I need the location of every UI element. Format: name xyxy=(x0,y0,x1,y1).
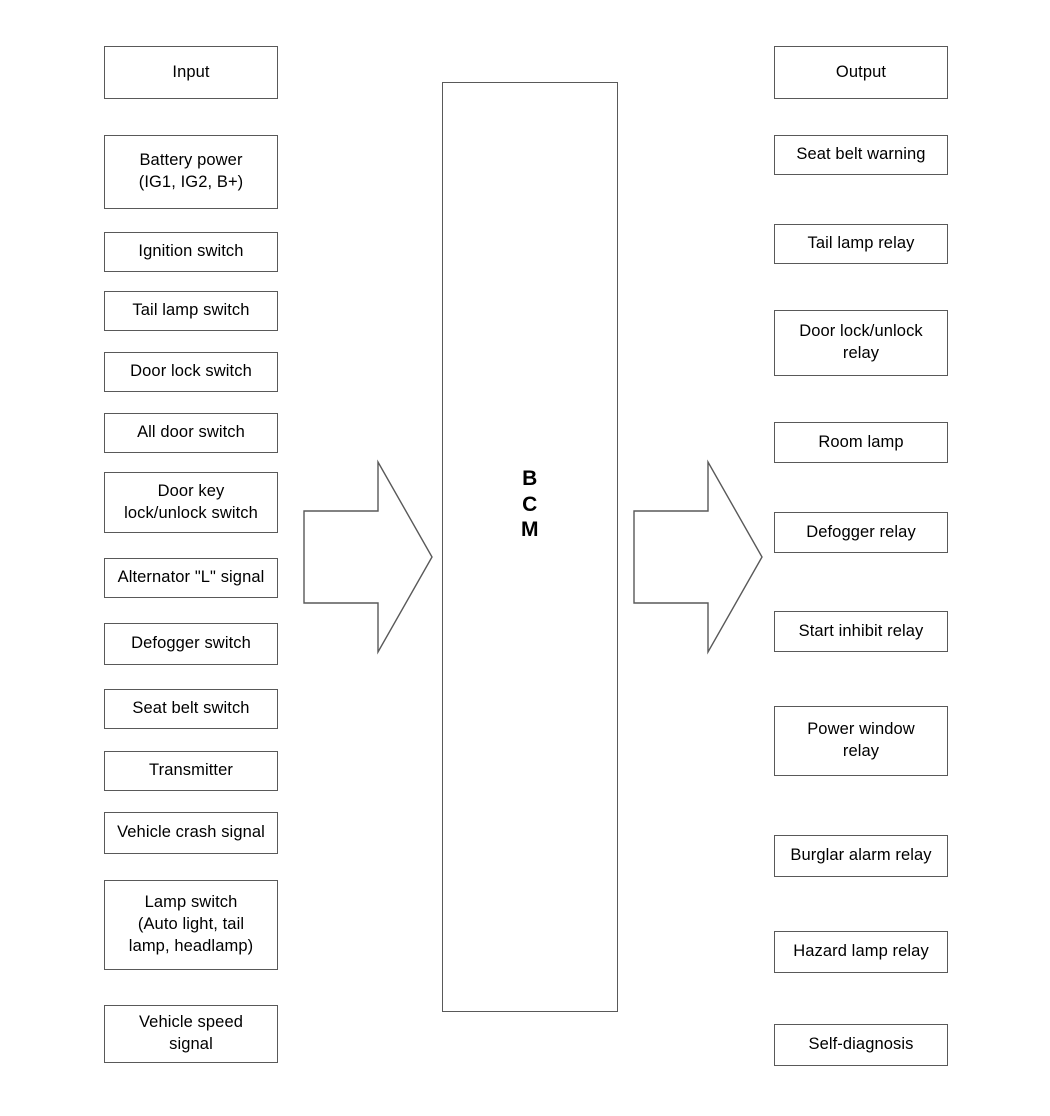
input-column-header[interactable]: Input xyxy=(104,46,278,99)
output-item-self-diagnosis[interactable]: Self-diagnosis xyxy=(774,1024,948,1066)
output-item-defogger-relay[interactable]: Defogger relay xyxy=(774,512,948,553)
output-item-hazard-lamp-relay[interactable]: Hazard lamp relay xyxy=(774,931,948,973)
bcm-module-label: B C M xyxy=(521,467,539,542)
input-item-lamp-switch-auto-light-tail-lamp-headlamp[interactable]: Lamp switch (Auto light, tail lamp, head… xyxy=(104,880,278,970)
output-item-seat-belt-warning[interactable]: Seat belt warning xyxy=(774,135,948,175)
output-arrow xyxy=(633,459,763,655)
input-item-vehicle-crash-signal[interactable]: Vehicle crash signal xyxy=(104,812,278,854)
output-column-header[interactable]: Output xyxy=(774,46,948,99)
input-item-tail-lamp-switch[interactable]: Tail lamp switch xyxy=(104,291,278,331)
output-item-power-window-relay[interactable]: Power window relay xyxy=(774,706,948,776)
output-item-start-inhibit-relay[interactable]: Start inhibit relay xyxy=(774,611,948,652)
input-item-door-key-lock-unlock-switch[interactable]: Door key lock/unlock switch xyxy=(104,472,278,533)
input-item-alternator-l-signal[interactable]: Alternator "L" signal xyxy=(104,558,278,598)
input-item-seat-belt-switch[interactable]: Seat belt switch xyxy=(104,689,278,729)
input-item-battery-power-ig1-ig2-b[interactable]: Battery power (IG1, IG2, B+) xyxy=(104,135,278,209)
input-item-transmitter[interactable]: Transmitter xyxy=(104,751,278,791)
input-item-all-door-switch[interactable]: All door switch xyxy=(104,413,278,453)
output-item-burglar-alarm-relay[interactable]: Burglar alarm relay xyxy=(774,835,948,877)
input-item-defogger-switch[interactable]: Defogger switch xyxy=(104,623,278,665)
input-item-door-lock-switch[interactable]: Door lock switch xyxy=(104,352,278,392)
output-item-room-lamp[interactable]: Room lamp xyxy=(774,422,948,463)
input-arrow-shape xyxy=(303,459,433,655)
output-item-door-lock-unlock-relay[interactable]: Door lock/unlock relay xyxy=(774,310,948,376)
input-arrow xyxy=(303,459,433,655)
output-item-tail-lamp-relay[interactable]: Tail lamp relay xyxy=(774,224,948,264)
input-item-ignition-switch[interactable]: Ignition switch xyxy=(104,232,278,272)
input-item-vehicle-speed-signal[interactable]: Vehicle speed signal xyxy=(104,1005,278,1063)
output-arrow-shape xyxy=(633,459,763,655)
bcm-module-box[interactable]: B C M xyxy=(442,82,618,1012)
